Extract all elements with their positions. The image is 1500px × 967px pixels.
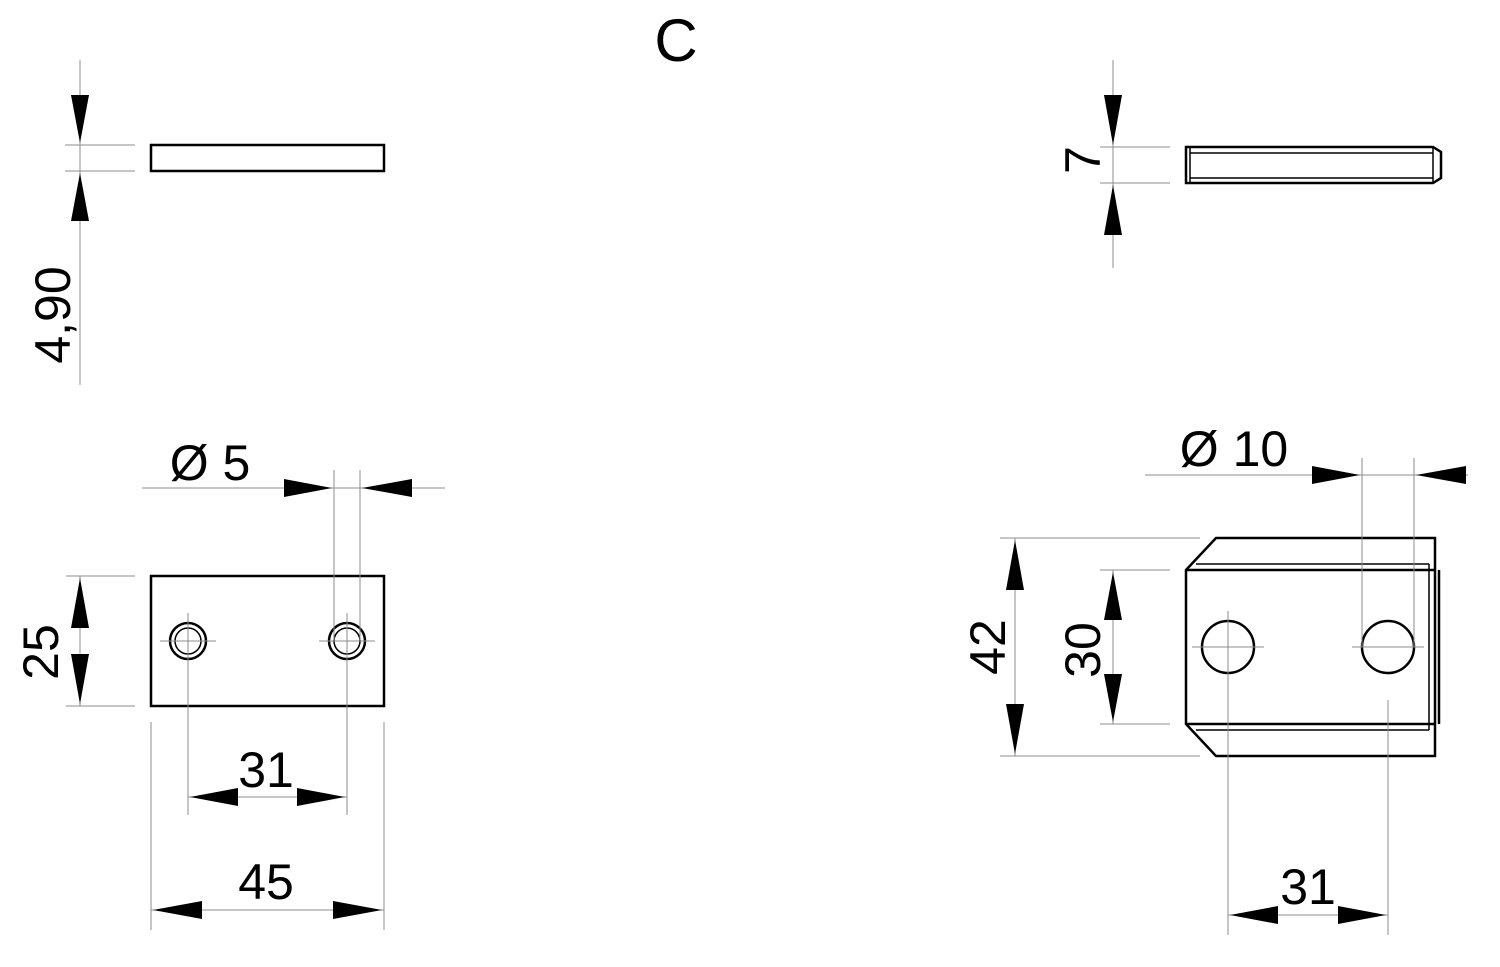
left-plate-edge bbox=[149, 143, 386, 173]
arrow-down-icon bbox=[1104, 674, 1122, 722]
left-hole-spacing-label: 31 bbox=[238, 742, 294, 798]
right-hole-spacing-label: 31 bbox=[1280, 859, 1336, 915]
left-width-label: 45 bbox=[238, 854, 294, 910]
right-thickness-label: 7 bbox=[1055, 146, 1111, 174]
arrow-left-icon bbox=[1416, 466, 1466, 484]
arrow-right-icon bbox=[297, 788, 345, 806]
left-thickness-label: 4,90 bbox=[25, 266, 81, 363]
arrow-down-icon bbox=[71, 95, 89, 143]
arrow-right-icon bbox=[284, 479, 332, 497]
arrow-right-icon bbox=[333, 901, 382, 919]
right-front-view: Ø 10 42 30 31 bbox=[960, 421, 1468, 935]
left-height-label: 25 bbox=[13, 624, 69, 680]
right-inner-height-label: 30 bbox=[1055, 622, 1111, 678]
arrow-down-icon bbox=[1006, 704, 1024, 754]
arrow-up-icon bbox=[1006, 540, 1024, 590]
drawing-title: C bbox=[654, 7, 697, 74]
right-outer-height-label: 42 bbox=[960, 619, 1016, 675]
arrow-left-icon bbox=[153, 901, 202, 919]
arrow-up-icon bbox=[1104, 572, 1122, 620]
right-side-view: 7 bbox=[1055, 60, 1443, 268]
arrow-down-icon bbox=[71, 654, 89, 704]
left-side-view: 4,90 bbox=[25, 60, 386, 385]
arrow-left-icon bbox=[362, 479, 412, 497]
arrow-down-icon bbox=[1104, 95, 1122, 145]
left-plate-face bbox=[149, 574, 386, 708]
left-front-view: Ø 5 25 31 45 bbox=[13, 435, 445, 930]
arrow-up-icon bbox=[71, 173, 89, 221]
arrow-left-icon bbox=[1230, 906, 1278, 924]
right-hole-diameter-label: Ø 10 bbox=[1180, 421, 1288, 477]
arrow-left-icon bbox=[190, 788, 238, 806]
arrow-right-icon bbox=[1338, 906, 1386, 924]
arrow-right-icon bbox=[1312, 466, 1360, 484]
arrow-up-icon bbox=[71, 578, 89, 628]
left-hole-diameter-label: Ø 5 bbox=[170, 435, 251, 491]
arrow-up-icon bbox=[1104, 185, 1122, 235]
